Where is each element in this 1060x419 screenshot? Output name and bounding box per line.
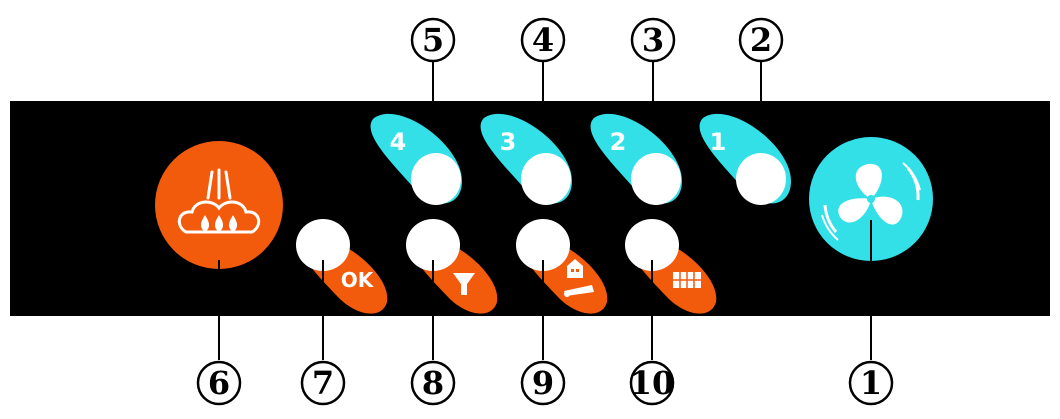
fan-level-1-label: 1 [710, 128, 727, 156]
fan-level-3-label: 3 [500, 128, 517, 156]
callout-10: 10 [630, 260, 675, 406]
ok-label: OK [341, 268, 375, 292]
filter-button[interactable] [406, 219, 498, 314]
callout-5: 5 [410, 17, 456, 172]
light-button[interactable] [516, 219, 608, 314]
callout-3: 3 [630, 17, 676, 172]
svg-text:10: 10 [630, 364, 675, 402]
svg-text:2: 2 [750, 21, 772, 59]
fan-level-4-button[interactable]: 4 [370, 113, 462, 205]
callout-1: 1 [848, 220, 894, 406]
fan-level-2-button[interactable]: 2 [590, 113, 682, 205]
callout-7: 7 [300, 260, 346, 406]
fan-button[interactable] [809, 137, 933, 261]
ok-button[interactable]: OK [296, 219, 388, 314]
svg-text:9: 9 [532, 364, 554, 402]
fan-level-4-label: 4 [390, 128, 407, 156]
grid-button[interactable] [625, 219, 717, 314]
fan-level-3-indicator [521, 153, 571, 205]
fan-level-1-button[interactable]: 1 [699, 113, 791, 205]
svg-text:1: 1 [860, 364, 882, 402]
svg-text:6: 6 [208, 364, 230, 402]
fan-level-3-button[interactable]: 3 [480, 113, 572, 205]
grid-icon [673, 272, 701, 288]
fan-level-4-indicator [411, 153, 461, 205]
house-lamp-icon [564, 259, 594, 297]
svg-text:8: 8 [422, 364, 444, 402]
fan-icon [821, 162, 921, 241]
fan-level-1-indicator [736, 153, 786, 205]
callout-9: 9 [520, 260, 566, 406]
steam-drops-icon [177, 168, 261, 234]
svg-text:3: 3 [642, 21, 664, 59]
svg-text:7: 7 [312, 364, 334, 402]
steam-button[interactable] [155, 141, 283, 269]
svg-text:5: 5 [422, 21, 444, 59]
fan-level-2-label: 2 [610, 128, 627, 156]
callout-4: 4 [520, 17, 566, 172]
filter-icon [453, 273, 475, 295]
svg-text:4: 4 [532, 21, 554, 59]
callout-2: 2 [738, 17, 784, 172]
fan-level-2-indicator [631, 153, 681, 205]
callout-6: 6 [196, 260, 242, 406]
callout-8: 8 [410, 260, 456, 406]
